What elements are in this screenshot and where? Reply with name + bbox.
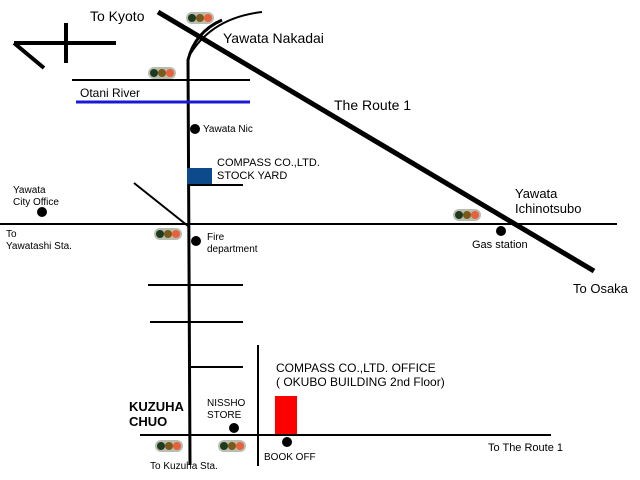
label-to-kyoto: To Kyoto bbox=[90, 8, 145, 24]
label-compass-office: COMPASS CO.,LTD. OFFICE ( OKUBO BUILDING… bbox=[276, 361, 445, 389]
nissho-store-dot-icon bbox=[229, 423, 239, 433]
label-kuzuha-chuo: KUZUHA CHUO bbox=[129, 399, 184, 429]
traffic-signal-icon bbox=[186, 12, 214, 24]
label-yawata-city-office: Yawata City Office bbox=[13, 185, 59, 208]
label-yawata-nakadai: Yawata Nakadai bbox=[223, 30, 324, 46]
label-to-yawatashi-station: To Yawatashi Sta. bbox=[6, 229, 72, 252]
office-building-marker bbox=[275, 396, 297, 434]
traffic-signal-icon bbox=[155, 440, 183, 452]
label-fire-department: Fire department bbox=[207, 232, 258, 255]
gas-station-dot-icon bbox=[496, 226, 506, 236]
book-off-dot-icon bbox=[282, 437, 292, 447]
label-to-osaka: To Osaka bbox=[573, 281, 628, 296]
main-north-south-road bbox=[186, 18, 223, 466]
nakadai-curve-road bbox=[187, 11, 263, 59]
label-yawata-nic: Yawata Nic bbox=[203, 124, 253, 135]
route-1-road bbox=[156, 9, 596, 274]
yawata-nic-dot-icon bbox=[190, 124, 200, 134]
city-office-dot-icon bbox=[37, 207, 47, 217]
label-gas-station: Gas station bbox=[472, 239, 528, 251]
traffic-signal-icon bbox=[218, 440, 246, 452]
label-book-off: BOOK OFF bbox=[264, 452, 316, 463]
traffic-signal-icon bbox=[453, 209, 481, 221]
label-otani-river: Otani River bbox=[80, 86, 141, 100]
traffic-signal-icon bbox=[154, 228, 182, 240]
diagonal-side-road bbox=[133, 182, 189, 227]
stock-yard-marker bbox=[187, 168, 212, 184]
label-stock-yard: COMPASS CO.,LTD. STOCK YARD bbox=[217, 157, 320, 182]
label-yawata-ichinotsubo: Yawata Ichinotsubo bbox=[515, 186, 582, 216]
label-nissho-store: NISSHO STORE bbox=[207, 398, 246, 421]
traffic-signal-icon bbox=[148, 67, 176, 79]
north-arrow-icon bbox=[12, 23, 116, 70]
label-to-route-1: To The Route 1 bbox=[488, 442, 564, 454]
label-to-kuzuha-station: To Kuzuha Sta. bbox=[150, 461, 218, 472]
fire-department-dot-icon bbox=[191, 236, 201, 246]
label-route-1: The Route 1 bbox=[334, 97, 412, 113]
